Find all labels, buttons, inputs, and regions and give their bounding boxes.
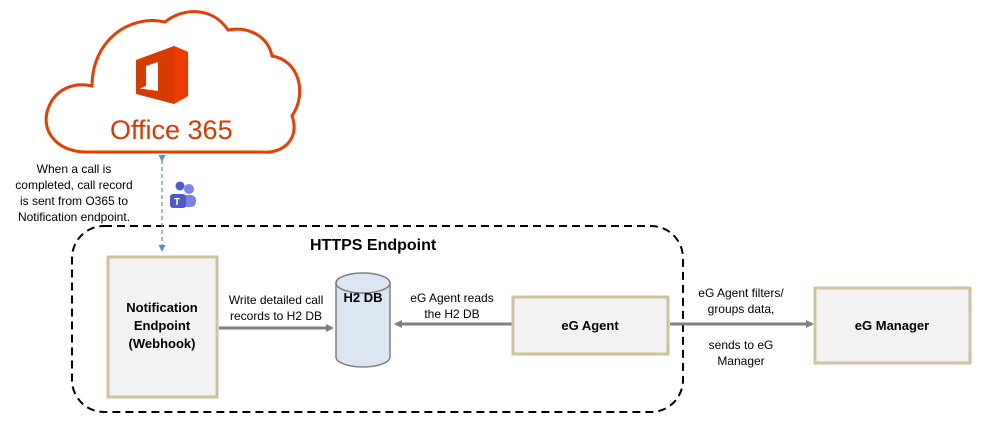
svg-text:T: T <box>174 197 180 208</box>
eg-manager-label: eG Manager <box>855 318 929 333</box>
eg-agent-box: eG Agent <box>511 295 670 356</box>
https-endpoint-title: HTTPS Endpoint <box>310 237 437 254</box>
eg-manager-box: eG Manager <box>813 286 972 365</box>
https-endpoint-container <box>71 225 684 413</box>
note-line: completed, call record <box>15 178 132 192</box>
note-line: When a call is <box>37 162 112 176</box>
send-note-line: sends to eG <box>709 338 774 352</box>
eg-agent-label: eG Agent <box>561 318 619 333</box>
write-note-line: Write detailed call <box>229 293 324 307</box>
notification-endpoint-box: Notification Endpoint (Webhook) <box>106 255 219 399</box>
office-365-label: Office 365 <box>110 115 233 145</box>
send-note-line: Manager <box>717 354 764 368</box>
read-note-line: eG Agent reads <box>410 291 493 305</box>
office-365-cloud: Office 365 <box>44 10 302 154</box>
notification-label-line: Endpoint <box>134 318 191 333</box>
note-line: Notification endpoint. <box>18 210 130 224</box>
h2-db-label: H2 DB <box>343 290 382 305</box>
note-line: is sent from O365 to <box>20 194 128 208</box>
call-record-note: When a call is completed, call record is… <box>15 162 132 224</box>
office-365-logo-icon <box>136 46 188 104</box>
write-note-line: records to H2 DB <box>230 309 322 323</box>
filter-note-line: groups data, <box>708 302 775 316</box>
notification-label-line: (Webhook) <box>129 336 196 351</box>
h2-db-cylinder: H2 DB <box>335 272 391 368</box>
microsoft-teams-icon: T <box>170 181 196 208</box>
filter-note-line: eG Agent filters/ <box>698 286 784 300</box>
read-note-line: the H2 DB <box>424 307 479 321</box>
notification-label-line: Notification <box>126 300 198 315</box>
